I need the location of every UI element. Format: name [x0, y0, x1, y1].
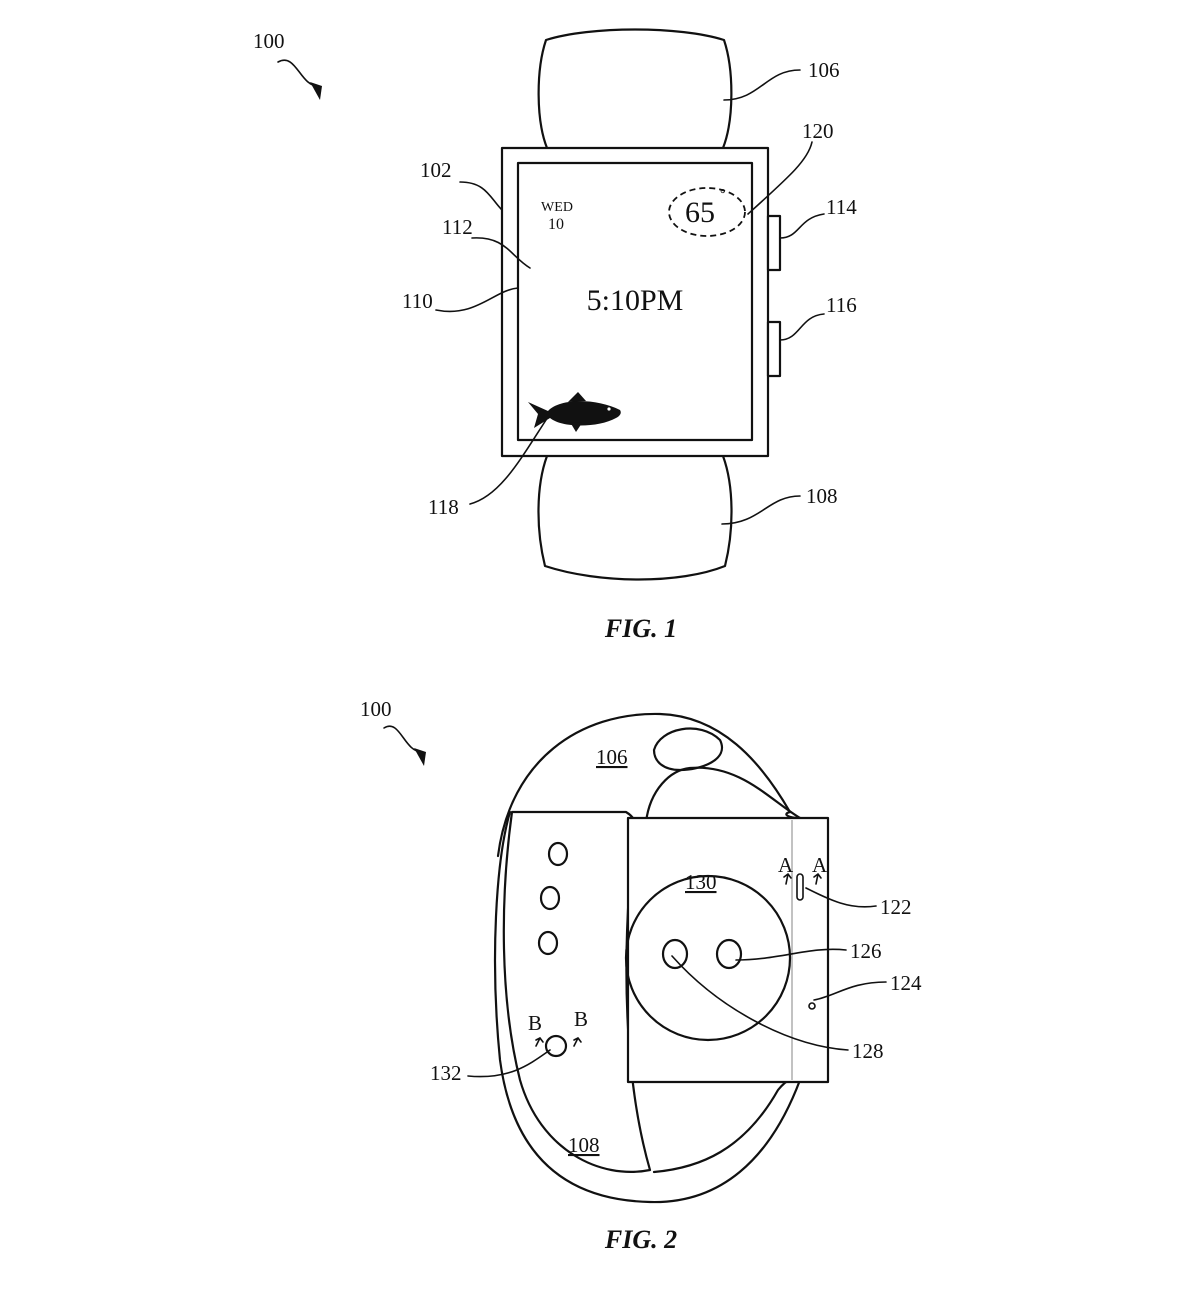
ref-132: 132 — [430, 1061, 462, 1085]
section-arrow-a-left — [783, 873, 792, 885]
display — [516, 161, 754, 442]
case-back — [626, 816, 830, 1084]
section-mark-b-right: B — [574, 1007, 588, 1031]
band-106-inner-edge — [652, 727, 724, 772]
leader-118 — [469, 419, 547, 505]
band-108-inner — [652, 1075, 808, 1174]
leader-116 — [779, 313, 825, 341]
ref-130: 130 — [685, 870, 717, 894]
ref-128: 128 — [852, 1039, 884, 1063]
temperature-complication-outline — [668, 187, 746, 237]
ref-124: 124 — [890, 971, 922, 995]
screen-date: 10 — [548, 216, 564, 233]
leader-112 — [471, 237, 531, 269]
leader-106 — [723, 69, 801, 101]
ref-114: 114 — [826, 195, 857, 219]
ref-2-108: 108 — [568, 1133, 600, 1157]
leader-122 — [805, 887, 877, 908]
strap-holes — [537, 841, 569, 956]
leader-126 — [735, 948, 847, 961]
leader-100 — [277, 59, 319, 87]
ref-112: 112 — [442, 215, 473, 239]
port-124 — [808, 1002, 816, 1010]
figure-2: 100 106 130 122 126 124 128 132 108 A A … — [360, 697, 922, 1254]
ref-126: 126 — [850, 939, 882, 963]
figure-1: WED 10 5:10PM 65 ° 100 106 120 102 112 1… — [253, 28, 857, 643]
section-mark-a-right: A — [812, 853, 828, 877]
leader-120 — [747, 141, 813, 215]
strap-hole — [537, 930, 559, 956]
band-bottom-outline — [537, 454, 733, 581]
band-106-strap-edge — [644, 766, 802, 824]
leader-128 — [671, 955, 849, 1051]
ref-110: 110 — [402, 289, 433, 313]
leader-102 — [459, 181, 503, 211]
button-lower — [766, 320, 782, 378]
ref-102: 102 — [420, 158, 452, 182]
leader-132 — [467, 1049, 551, 1078]
band-release-122 — [796, 873, 804, 901]
electrode-left — [661, 938, 689, 970]
housing — [500, 146, 770, 458]
screen-degree: ° — [720, 187, 726, 202]
ref-118: 118 — [428, 495, 459, 519]
leader-124 — [813, 981, 887, 1001]
figure-2-caption: FIG. 2 — [604, 1225, 677, 1254]
ref-2-106: 106 — [596, 745, 628, 769]
screen-day: WED — [541, 200, 573, 215]
strap-hole — [547, 841, 569, 867]
ref-120: 120 — [802, 119, 834, 143]
band-106-loop — [496, 712, 792, 858]
leader-2-100 — [383, 725, 423, 753]
arrowhead-2-100 — [414, 748, 426, 766]
section-arrow-b-right — [573, 1037, 582, 1047]
leader-114 — [779, 213, 825, 239]
ref-100: 100 — [253, 29, 285, 53]
leader-108 — [721, 495, 801, 525]
section-arrow-a-right — [813, 873, 822, 885]
ref-116: 116 — [826, 293, 857, 317]
ref-106: 106 — [808, 58, 840, 82]
electrode-right — [715, 938, 743, 970]
ref-108: 108 — [806, 484, 838, 508]
screen-time: 5:10PM — [587, 284, 684, 317]
leader-110 — [435, 287, 519, 313]
ref-122: 122 — [880, 895, 912, 919]
figure-1-caption: FIG. 1 — [604, 614, 677, 643]
pin-132 — [544, 1034, 568, 1058]
fish-icon — [528, 392, 621, 432]
band-108-outer — [493, 810, 802, 1204]
strap-hole — [539, 885, 561, 911]
ref-2-100: 100 — [360, 697, 392, 721]
arrowhead-100 — [310, 82, 322, 100]
section-arrow-b-left — [535, 1037, 544, 1047]
sensor-window-130 — [624, 874, 792, 1042]
button-upper — [766, 214, 782, 272]
band-top-outline — [537, 28, 733, 150]
section-mark-a-left: A — [778, 853, 794, 877]
screen-temperature: 65 — [685, 196, 715, 229]
section-mark-b-left: B — [528, 1011, 542, 1035]
